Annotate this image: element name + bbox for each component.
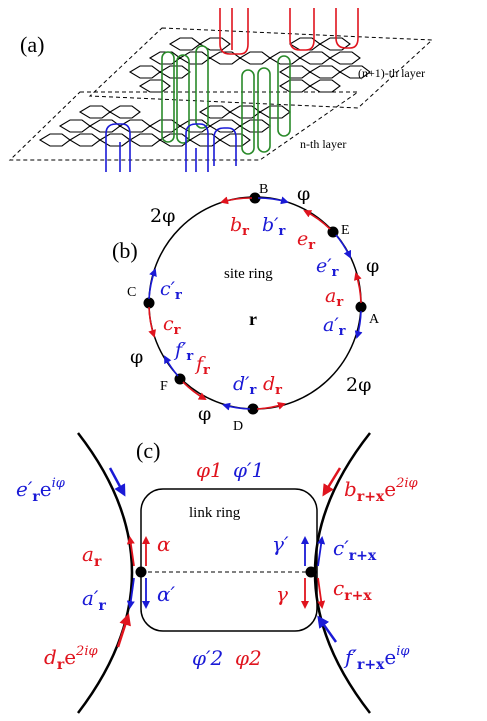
site-ring-title: site ring: [224, 266, 273, 282]
node-C-label: C: [127, 285, 136, 300]
term-a-prime-r: a′r: [82, 586, 106, 614]
node-F-label: F: [160, 379, 168, 394]
op-c-r: cr: [163, 313, 181, 338]
node-A-label: A: [369, 312, 380, 327]
term-gamma: γ: [276, 582, 288, 606]
flux-top-right: φ: [297, 183, 310, 205]
node-A: [355, 301, 367, 313]
link-rings: [161, 45, 291, 155]
term-gamma-prime: γ′: [272, 532, 289, 556]
link-ring-title: link ring: [189, 505, 241, 521]
red-strings: [219, 8, 359, 55]
term-b-r-x: br+xe2iφ: [344, 476, 419, 505]
term-alpha: α: [157, 532, 171, 556]
panel-a-label: (a): [20, 32, 44, 57]
term-c-r-x: cr+x: [333, 576, 372, 604]
op-e-prime-r: e′r: [316, 255, 339, 280]
flux-phi1: φ1: [196, 458, 223, 482]
top-layer-plane: [88, 27, 434, 109]
op-d-prime-r: d′r: [233, 373, 256, 398]
flux-right: φ: [366, 255, 379, 277]
op-f-r: fr: [194, 353, 210, 378]
flux-phi1-prime: φ′1: [233, 458, 264, 482]
term-a-r: ar: [82, 542, 102, 570]
bottom-layer-plane: [8, 91, 360, 161]
panel-b-label: (b): [112, 238, 138, 263]
boundary-arrows: [108, 467, 342, 648]
term-alpha-prime: α′: [157, 582, 176, 606]
bottom-lattice: [38, 105, 291, 147]
bottom-layer-label: n-th layer: [300, 137, 346, 151]
blue-strings: [105, 123, 237, 172]
op-d-r: dr: [263, 373, 282, 398]
panel-c: (c) link ring φ1 φ′1 φ′2 φ2: [16, 432, 419, 714]
term-f-prime-r-x: f′r+xeiφ: [343, 644, 410, 673]
flux-phi2-prime: φ′2: [192, 646, 223, 670]
term-e-prime-r: e′reiφ: [16, 476, 66, 505]
node-D: [247, 403, 259, 415]
op-e-r: er: [297, 228, 315, 253]
op-a-r: ar: [325, 285, 343, 310]
term-d-r: dre2iφ: [44, 644, 98, 673]
site-ring-arrows: [148, 196, 363, 411]
node-C: [143, 297, 155, 309]
node-E: [327, 226, 339, 238]
op-f-prime-r: f′r: [173, 339, 193, 364]
link-node-right: [305, 566, 317, 578]
flux-top-left: 2φ: [150, 205, 175, 227]
op-b-r: br: [230, 214, 249, 239]
flux-bottom: φ: [198, 403, 211, 425]
flux-bottom-right: 2φ: [346, 374, 371, 396]
top-lattice: [128, 37, 371, 93]
panel-b: (b) site ring r B E A C F D 2φ φ φ 2φ φ …: [112, 182, 380, 434]
op-a-prime-r: a′r: [323, 314, 346, 339]
node-E-label: E: [341, 223, 350, 238]
node-B: [249, 192, 261, 204]
op-c-prime-r: c′r: [160, 278, 182, 303]
top-layer-label: (n+1)-th layer: [358, 66, 425, 80]
panel-c-label: (c): [136, 438, 160, 463]
node-D-label: D: [233, 419, 243, 434]
link-node-left: [135, 566, 147, 578]
flux-phi2: φ2: [235, 646, 262, 670]
link-ring-rect: [140, 488, 318, 632]
node-B-label: B: [259, 182, 268, 197]
term-c-prime-r-x: c′r+x: [333, 536, 377, 564]
flux-left: φ: [130, 346, 143, 368]
panel-a: (a): [8, 8, 434, 172]
site-index-r: r: [249, 309, 257, 329]
op-b-prime-r: b′r: [262, 214, 285, 239]
left-boundary: [77, 432, 134, 714]
